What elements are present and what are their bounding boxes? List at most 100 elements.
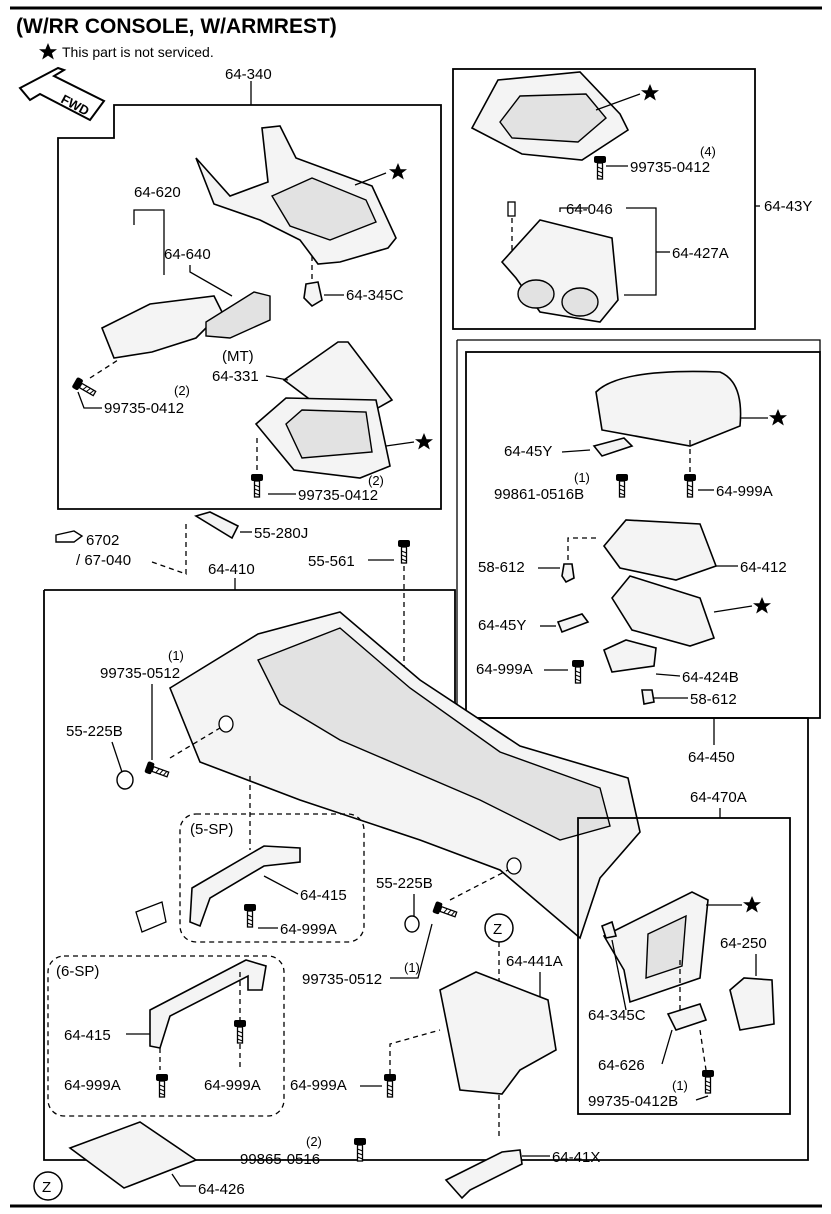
label-64-640: 64-640 <box>164 246 211 263</box>
star-icon <box>753 597 771 614</box>
label-58-612-a: 58-612 <box>478 559 525 576</box>
label-qty2-a: (2) <box>174 383 190 398</box>
box-main-console <box>43 589 809 1161</box>
label-qty2-b: (2) <box>368 473 384 488</box>
bracket-64-415-a <box>189 845 301 928</box>
label-64-340: 64-340 <box>225 66 272 83</box>
trim-panel-64-620 <box>100 295 223 359</box>
bracket-64-424b <box>602 639 657 673</box>
cushion-58-612-b <box>641 689 655 705</box>
label-64-250: 64-250 <box>720 935 767 952</box>
label-99735-0512-a: 99735-0512 <box>100 665 180 682</box>
label-58-612-b: 58-612 <box>690 691 737 708</box>
label-64-999a-a: 64-999A <box>280 921 337 938</box>
label-64-999a-d: 64-999A <box>290 1077 347 1094</box>
clip-64-345c-b <box>601 920 618 939</box>
star-icon <box>641 84 659 101</box>
screw-icon <box>353 1137 367 1162</box>
callout-z-bottom <box>33 1171 63 1201</box>
screw-icon <box>701 1069 715 1094</box>
label-64-626: 64-626 <box>598 1057 645 1074</box>
label-qty2-c: (2) <box>306 1134 322 1149</box>
label-64-45y-a: 64-45Y <box>504 443 552 460</box>
box-64-470a <box>577 817 791 1115</box>
bracket-64-626 <box>666 1003 708 1031</box>
diagram-title: (W/RR CONSOLE, W/ARMREST) <box>16 15 337 38</box>
plug-55-225b-b <box>404 915 420 933</box>
label-64-999a-r2: 64-999A <box>476 661 533 678</box>
hinge-64-45y-b <box>556 613 590 634</box>
label-55-561: 55-561 <box>308 553 355 570</box>
label-qty1-a: (1) <box>574 470 590 485</box>
label-99865-0516: 99865-0516 <box>240 1151 320 1168</box>
label-64-415-a: 64-415 <box>300 887 347 904</box>
label-64-331: 64-331 <box>212 368 259 385</box>
direction-arrow-icon <box>135 901 167 933</box>
label-64-427a: 64-427A <box>672 245 729 262</box>
star-icon <box>743 896 761 913</box>
label-mt: (MT) <box>222 348 254 365</box>
label-6sp: (6-SP) <box>56 963 99 980</box>
plug-55-225b <box>116 770 134 790</box>
bracket-64-41x <box>444 1149 523 1200</box>
label-99735-0412b: 99735-0412B <box>588 1093 678 1110</box>
pin-64-046 <box>507 201 516 217</box>
label-64-999a-b: 64-999A <box>64 1077 121 1094</box>
screw-icon <box>397 539 411 564</box>
bulb-55-280j <box>194 511 240 540</box>
armrest-lid <box>595 370 742 447</box>
label-99735-0412-b: 99735-0412 <box>298 487 378 504</box>
screw-icon <box>571 659 585 684</box>
label-64-046: 64-046 <box>566 201 613 218</box>
label-64-999a-c: 64-999A <box>204 1077 261 1094</box>
label-64-345c-top: 64-345C <box>346 287 404 304</box>
label-64-45y-b: 64-45Y <box>478 617 526 634</box>
screw-icon <box>250 473 264 498</box>
label-99735-0412-c: 99735-0412 <box>630 159 710 176</box>
label-64-41x: 64-41X <box>552 1149 600 1166</box>
label-55-225b-a: 55-225B <box>66 723 123 740</box>
reference-hand-icon <box>55 530 84 543</box>
star-icon <box>415 433 433 450</box>
group-6sp <box>47 955 285 1117</box>
label-64-441a: 64-441A <box>506 953 563 970</box>
label-55-280j: 55-280J <box>254 525 308 542</box>
label-5sp: (5-SP) <box>190 821 233 838</box>
screw-icon <box>243 903 257 928</box>
ref-67-040: / 67-040 <box>76 552 131 569</box>
mat-64-426 <box>68 1121 198 1189</box>
box-upper-left <box>57 104 442 510</box>
screw-icon <box>431 900 459 921</box>
screw-icon <box>383 1073 397 1098</box>
pocket-64-640 <box>205 291 271 339</box>
label-64-620: 64-620 <box>134 184 181 201</box>
screw-icon <box>593 155 607 180</box>
label-qty1-b: (1) <box>168 648 184 663</box>
label-qty4: (4) <box>700 144 716 159</box>
label-64-426: 64-426 <box>198 1181 245 1198</box>
tray-64-450 <box>611 575 716 647</box>
switch-64-250 <box>729 977 775 1031</box>
screw-icon <box>155 1073 169 1098</box>
label-64-470a: 64-470A <box>690 789 747 806</box>
label-55-225b-b: 55-225B <box>376 875 433 892</box>
fwd-arrow-icon: FWD <box>18 66 106 122</box>
label-99735-0412-a: 99735-0412 <box>104 400 184 417</box>
latch-64-412 <box>602 519 718 581</box>
star-icon <box>39 43 57 60</box>
cup-holder-64-427a <box>500 219 619 323</box>
storage-bin-64-441a <box>439 971 557 1095</box>
star-icon <box>389 163 407 180</box>
not-serviced-note: This part is not serviced. <box>62 44 214 60</box>
label-64-43y: 64-43Y <box>764 198 812 215</box>
clip-64-345c <box>303 281 323 308</box>
screw-icon <box>615 473 629 498</box>
cushion-58-612 <box>561 563 575 584</box>
label-qty1-d: (1) <box>672 1078 688 1093</box>
screw-icon <box>70 376 99 400</box>
label-64-424b: 64-424B <box>682 669 739 686</box>
star-icon <box>769 409 787 426</box>
label-64-345c-bot: 64-345C <box>588 1007 646 1024</box>
label-64-412: 64-412 <box>740 559 787 576</box>
